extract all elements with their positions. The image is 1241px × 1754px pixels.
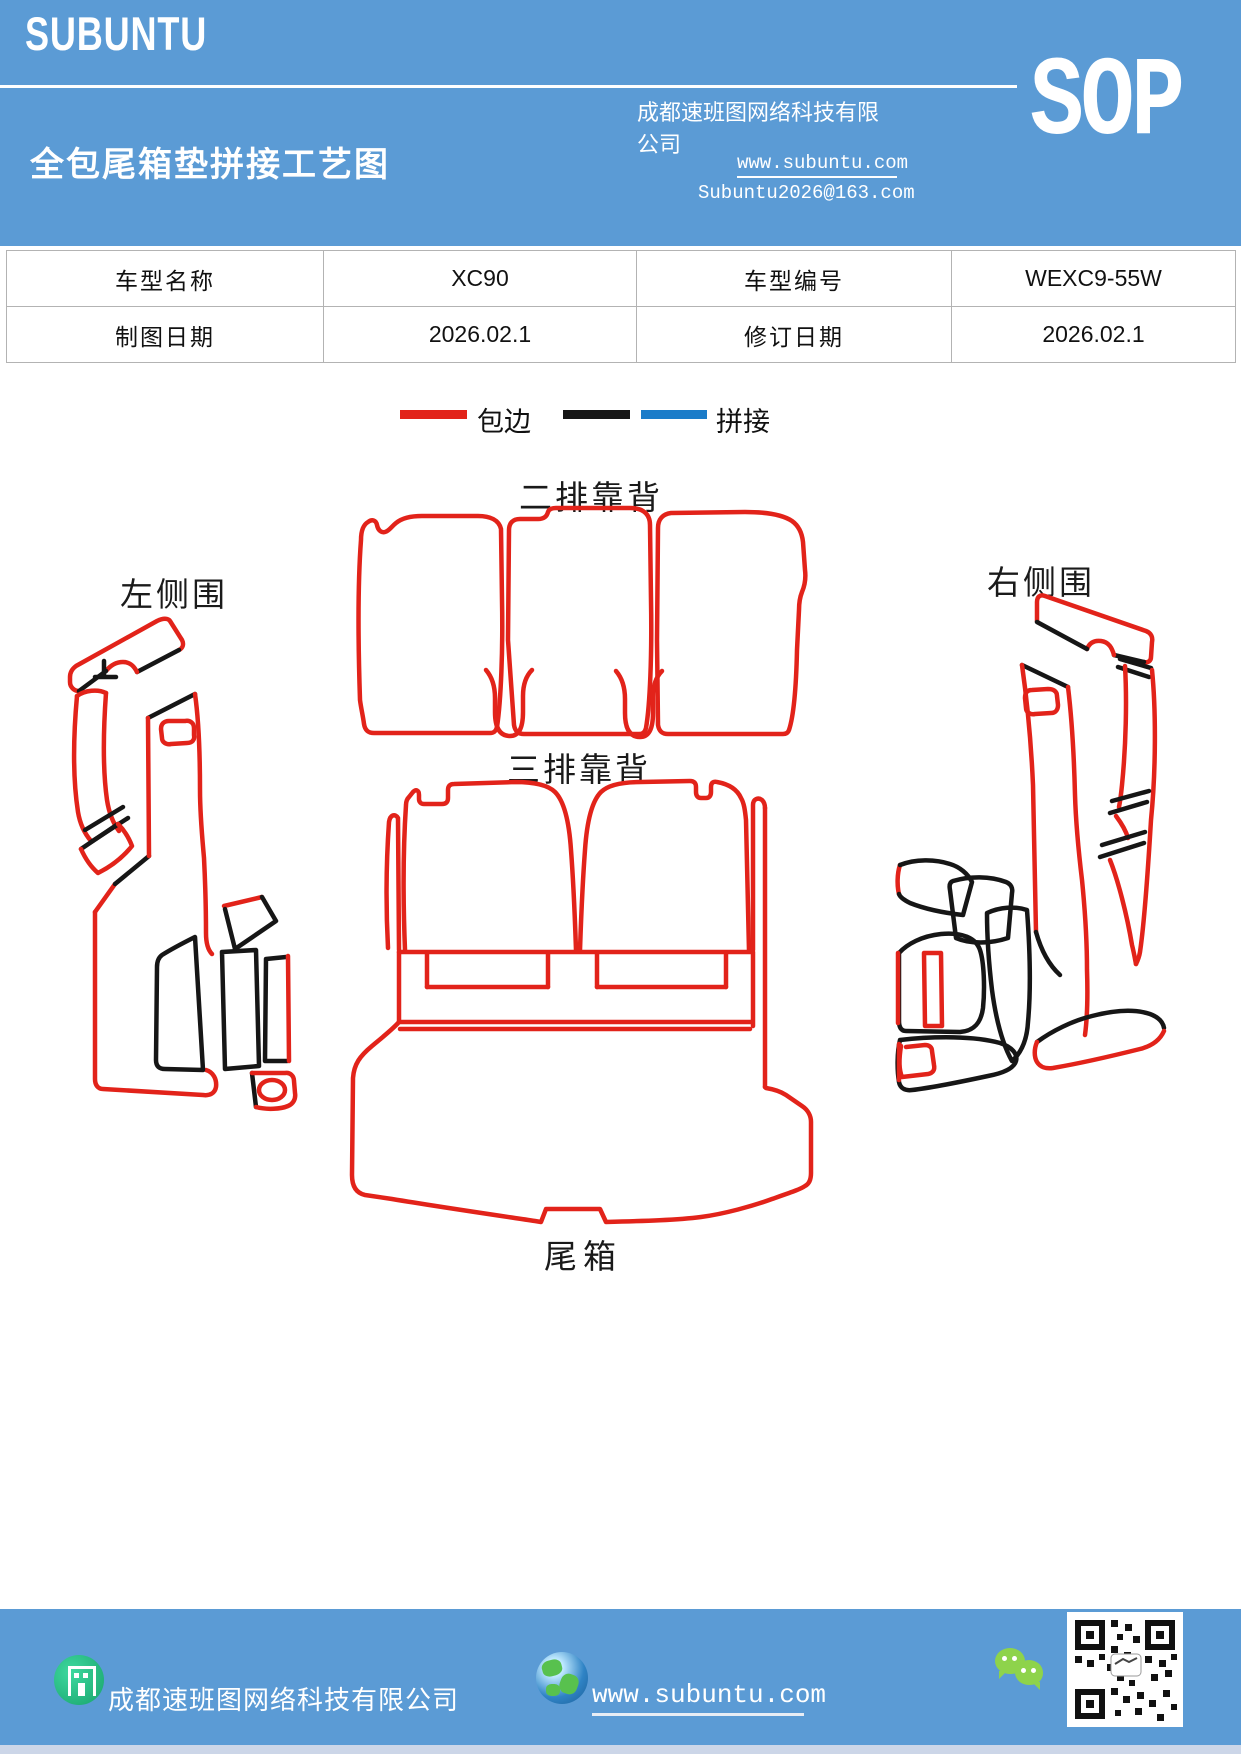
page-title: 全包尾箱垫拼接工艺图 xyxy=(30,146,390,184)
header-divider xyxy=(0,85,1017,88)
label-right-side: 右侧围 xyxy=(987,566,1095,602)
revise-date-value: 2026.02.1 xyxy=(951,306,1236,363)
model-code-value: WEXC9-55W xyxy=(951,250,1236,307)
qr-code-pattern xyxy=(1067,1612,1183,1727)
footer-company-name: 成都速班图网络科技有限公司 xyxy=(108,1686,460,1715)
legend-edge-label: 包边 xyxy=(477,407,531,437)
globe-icon xyxy=(536,1652,588,1704)
header-website-link[interactable]: www.subuntu.com xyxy=(737,152,908,178)
label-second-row-backrest: 二排靠背 xyxy=(519,481,663,517)
third-row-and-trunk-piece xyxy=(349,778,814,1225)
left-side-pieces xyxy=(67,616,298,1112)
sop-badge: SOP xyxy=(1030,40,1185,167)
header-band xyxy=(0,0,1241,246)
second-row-pieces xyxy=(356,505,808,740)
legend-stitch-blue-swatch xyxy=(641,410,707,419)
legend-stitch-label: 拼接 xyxy=(716,407,770,437)
right-side-pieces xyxy=(895,593,1167,1093)
logo: SUBUNTU xyxy=(25,8,208,61)
header-company-name: 成都速班图网络科技有限公司 xyxy=(637,100,880,157)
company-building-icon xyxy=(54,1655,104,1705)
draw-date-label: 制图日期 xyxy=(6,306,324,363)
wechat-icon xyxy=(995,1648,1043,1694)
vehicle-info-table: 车型名称 XC90 车型编号 WEXC9-55W 制图日期 2026.02.1 … xyxy=(6,250,1236,363)
footer-website-link[interactable]: www.subuntu.com xyxy=(592,1680,826,1716)
header-email: Subuntu2026@163.com xyxy=(698,182,915,204)
revise-date-label: 修订日期 xyxy=(636,306,952,363)
qr-code xyxy=(1067,1612,1183,1727)
model-name-label: 车型名称 xyxy=(6,250,324,307)
label-trunk: 尾箱 xyxy=(544,1240,622,1276)
legend-stitch-black-swatch xyxy=(563,410,630,419)
label-third-row-backrest: 三排靠背 xyxy=(507,753,651,789)
draw-date-value: 2026.02.1 xyxy=(323,306,637,363)
table-row: 车型名称 XC90 车型编号 WEXC9-55W xyxy=(6,250,1236,307)
table-row: 制图日期 2026.02.1 修订日期 2026.02.1 xyxy=(6,306,1236,363)
model-code-label: 车型编号 xyxy=(636,250,952,307)
label-left-side: 左侧围 xyxy=(120,578,228,614)
model-name-value: XC90 xyxy=(323,250,637,307)
legend-edge-swatch xyxy=(400,410,467,419)
footer-band xyxy=(0,1609,1241,1745)
footer-bottom-strip xyxy=(0,1745,1241,1754)
